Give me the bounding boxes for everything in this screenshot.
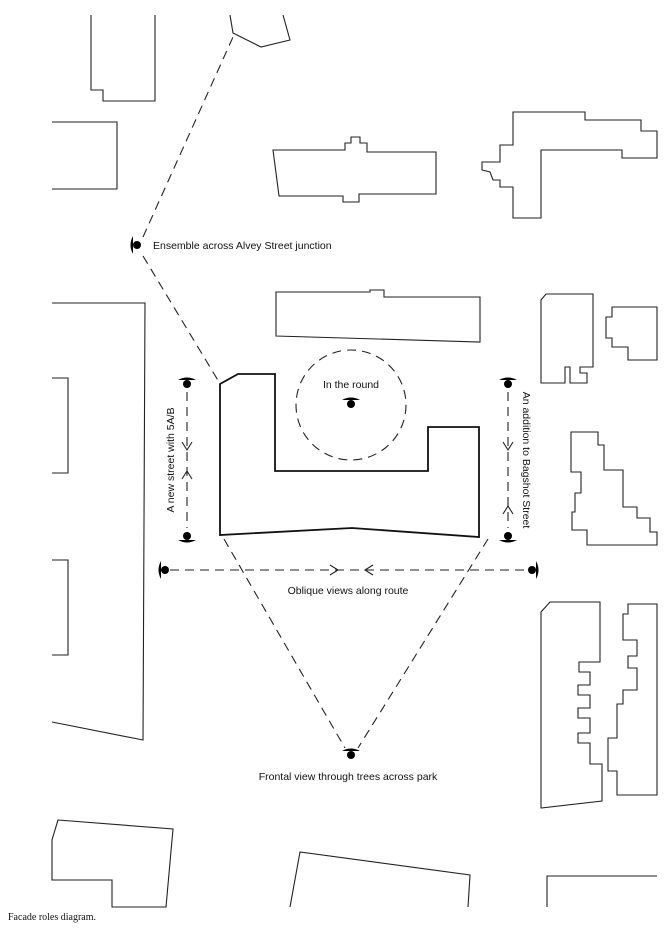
view-line-alvey-south [142, 255, 220, 383]
label-frontal: Frontal view through trees across park [259, 771, 438, 783]
proposed-building [219, 373, 480, 538]
eye-icon-oblique-right [528, 561, 543, 579]
building-right-steps [607, 603, 658, 796]
label-addition: An addition to Bagshot Street [520, 392, 532, 529]
building-left-notch-2 [52, 559, 69, 656]
building-right-2 [605, 306, 658, 361]
building-bottom-left [51, 819, 174, 908]
building-long-middle [275, 289, 481, 343]
arrow-bagshot-down [502, 441, 514, 452]
figure-caption: Facade roles diagram. [8, 912, 97, 923]
arrow-oblique-right [329, 564, 340, 576]
view-line-frontal-right [357, 538, 489, 749]
label-in-the-round: In the round [323, 379, 379, 391]
arrow-new-street-up [181, 469, 193, 480]
eye-icon-alvey [126, 236, 141, 254]
view-line-frontal-left [223, 538, 346, 749]
arrow-oblique-left [363, 564, 374, 576]
building-right-large [540, 601, 603, 809]
label-oblique: Oblique views along route [288, 585, 409, 597]
label-ensemble: Ensemble across Alvey Street junction [153, 240, 332, 252]
building-left-upper [52, 121, 118, 190]
eye-icon-new-street-top [178, 373, 196, 388]
eye-icon-frontal [342, 744, 360, 759]
view-line-alvey-north [142, 36, 234, 238]
building-chapel [272, 136, 437, 203]
building-left-notch-1 [52, 377, 69, 474]
building-right-3 [570, 431, 658, 546]
building-right-1 [540, 293, 594, 384]
building-top-right [481, 111, 658, 219]
building-bottom-middle [289, 851, 471, 908]
context-buildings [51, 14, 658, 908]
arrowheads [181, 441, 514, 576]
label-new-street: A new street with 5A/B [165, 407, 177, 512]
eye-icon-bagshot-top [499, 373, 517, 388]
eye-icon-bagshot-bottom [499, 532, 517, 547]
building-left-large [51, 302, 146, 741]
building-bottom-right [546, 875, 657, 907]
arrow-new-street-down [181, 441, 193, 452]
view-lines [142, 36, 527, 749]
building-top-left [90, 15, 156, 102]
eye-icon-oblique-left [154, 561, 169, 579]
building-top-small [229, 14, 291, 48]
eye-icon-in-the-round [342, 393, 360, 408]
arrow-bagshot-up [502, 504, 514, 515]
eye-icon-new-street-bottom [178, 532, 196, 547]
in-the-round-circle [295, 349, 407, 461]
